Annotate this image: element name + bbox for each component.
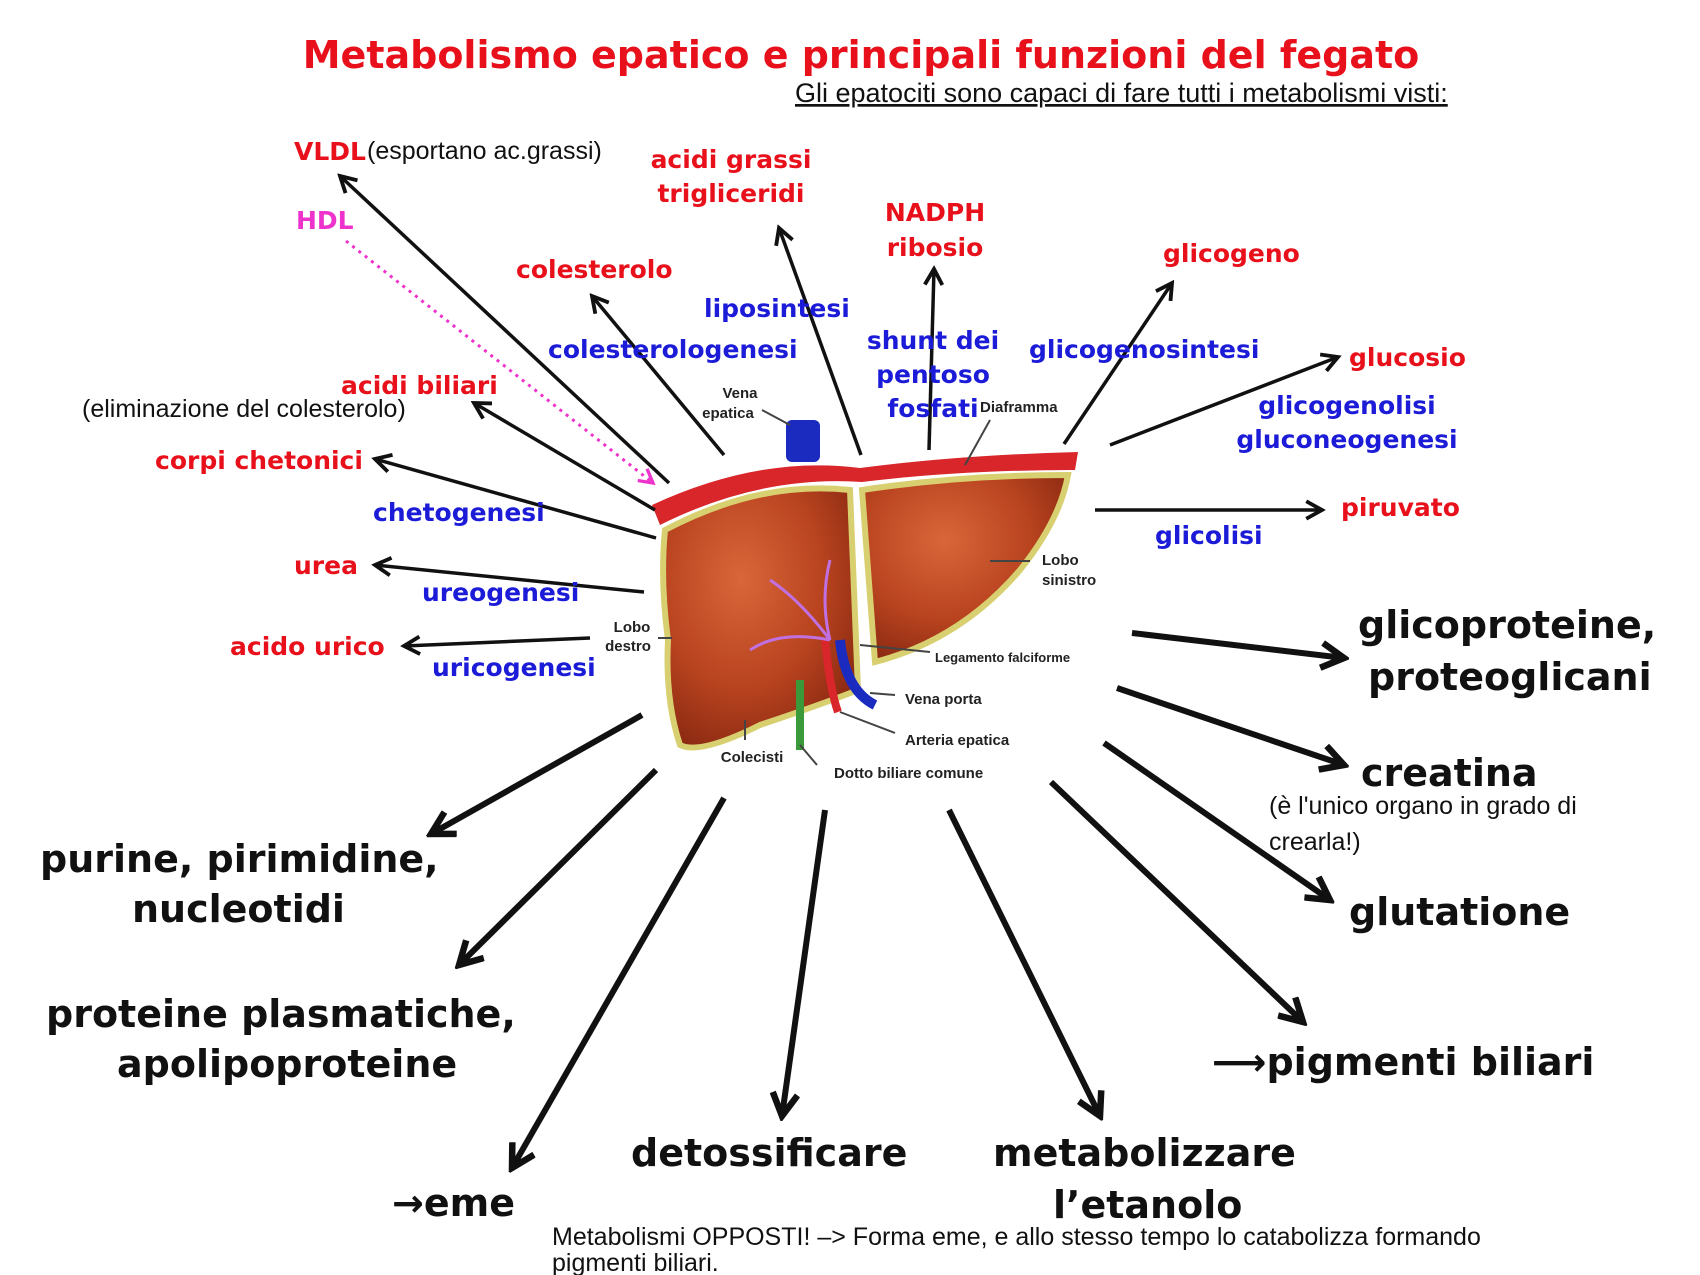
product-colesterolo: colesterolo [516, 255, 673, 284]
label-lobo-destro-2: destro [605, 638, 651, 655]
arrow-glicoproteine [1131, 630, 1344, 658]
product-trigliceridi: trigliceridi [657, 179, 804, 208]
arrow-etanolo [946, 808, 1100, 1116]
hepatic-artery [821, 639, 842, 714]
arrows [340, 176, 1344, 1168]
arrow-glutatione [1102, 740, 1330, 900]
process-shunt-1: shunt dei [867, 326, 999, 355]
process-ureogenesi: ureogenesi [422, 578, 579, 607]
process-liposintesi: liposintesi [704, 294, 850, 323]
product-urea: urea [294, 551, 358, 580]
products: VLDL (esportano ac.grassi) HDL acidi gra… [82, 137, 1466, 661]
arrow-colesterolo [592, 296, 726, 457]
arrow-acidi-grassi [779, 228, 863, 456]
function-detossificare: detossificare [631, 1131, 907, 1175]
creatina-note-2: crearla!) [1269, 828, 1361, 856]
process-glicogenolisi: glicogenolisi [1258, 391, 1435, 420]
vessel-branches [749, 559, 832, 652]
function-purine: purine, pirimidine, [40, 837, 439, 881]
label-colecisti: Colecisti [721, 749, 784, 766]
product-hdl: HDL [296, 206, 354, 235]
arrow-nadph [929, 269, 934, 451]
function-nucleotidi: nucleotidi [132, 887, 345, 931]
product-acidi-biliari: acidi biliari [341, 371, 498, 400]
arrow-purine [431, 712, 644, 834]
label-dotto: Dotto biliare comune [834, 765, 983, 782]
arrow-eme [512, 796, 727, 1168]
footnote-line-1: Metabolismi OPPOSTI! –> Forma eme, e all… [552, 1223, 1481, 1251]
function-glicoproteine: glicoproteine, [1358, 603, 1656, 647]
product-ribosio: ribosio [887, 233, 984, 262]
label-legamento: Legamento falciforme [935, 650, 1070, 665]
arrow-corpi-chetonici [375, 459, 657, 540]
arrow-glicogeno [1062, 283, 1172, 445]
label-lobo-destro: Lobo [614, 619, 651, 636]
label-arteria: Arteria epatica [905, 732, 1010, 749]
product-glicogeno: glicogeno [1163, 239, 1300, 268]
arrow-detossificare [782, 809, 828, 1116]
label-lobo-sinistro-2: sinistro [1042, 572, 1096, 589]
product-glucosio: glucosio [1349, 343, 1466, 372]
process-uricogenesi: uricogenesi [432, 653, 596, 682]
function-pigmenti-biliari: ⟶pigmenti biliari [1212, 1040, 1594, 1084]
acidi-biliari-note: (eliminazione del colesterolo) [82, 395, 406, 423]
process-colesterologenesi: colesterologenesi [548, 335, 798, 364]
label-vena-epatica-2: epatica [702, 405, 754, 422]
right-lobe [660, 485, 862, 751]
function-metabolizzare: metabolizzare [993, 1131, 1296, 1175]
processes: liposintesi colesterologenesi shunt dei … [373, 294, 1458, 682]
creatina-note-1: (è l'unico organo in grado di [1269, 792, 1577, 820]
functions: glicoproteine, proteoglicani creatina (è… [40, 603, 1656, 1227]
product-piruvato: piruvato [1341, 493, 1460, 522]
process-chetogenesi: chetogenesi [373, 498, 545, 527]
arrow-hdl [345, 239, 653, 483]
function-eme: →eme [392, 1181, 515, 1225]
function-etanolo: l’etanolo [1053, 1183, 1242, 1227]
process-shunt-2: pentoso [876, 360, 990, 389]
function-glutatione: glutatione [1349, 890, 1570, 934]
product-corpi-chetonici: corpi chetonici [155, 446, 363, 475]
label-diaframma: Diaframma [980, 399, 1058, 416]
process-glicogenosintesi: glicogenosintesi [1029, 335, 1259, 364]
product-acido-urico: acido urico [230, 632, 385, 661]
function-proteine-plasmatiche: proteine plasmatiche, [46, 992, 516, 1036]
arrow-creatina [1116, 685, 1344, 765]
page-title: Metabolismo epatico e principali funzion… [303, 33, 1420, 77]
arrow-glucosio [1109, 357, 1338, 447]
function-proteoglicani: proteoglicani [1368, 655, 1652, 699]
diaphragm [652, 452, 1078, 525]
portal-vein [835, 639, 878, 710]
product-nadph: NADPH [885, 198, 985, 227]
arrow-pigmenti [1048, 779, 1303, 1022]
process-glicolisi: glicolisi [1155, 521, 1263, 550]
vldl-note: (esportano ac.grassi) [367, 137, 602, 165]
arrow-acido-urico [404, 638, 591, 646]
arrow-proteine [459, 767, 659, 965]
product-vldl: VLDL [294, 137, 366, 166]
arrow-vldl [340, 176, 671, 485]
product-acidi-grassi: acidi grassi [651, 145, 812, 174]
process-shunt-3: fosfati [887, 394, 978, 423]
label-vena-porta: Vena porta [905, 691, 982, 708]
liver-illustration: Vena epatica Diaframma Lobo sinistro Lob… [605, 385, 1096, 782]
arrow-acidi-biliari [474, 403, 656, 512]
hepatic-vein [786, 420, 820, 462]
footnote-line-2: pigmenti biliari. [552, 1249, 719, 1275]
subtitle: Gli epatociti sono capaci di fare tutti … [795, 78, 1448, 108]
function-creatina: creatina [1361, 751, 1538, 795]
arrow-urea [375, 565, 645, 594]
function-apolipoproteine: apolipoproteine [117, 1042, 457, 1086]
label-lobo-sinistro: Lobo [1042, 552, 1079, 569]
process-gluconeogenesi: gluconeogenesi [1236, 425, 1457, 454]
label-vena-epatica: Vena [722, 385, 758, 402]
left-lobe [858, 471, 1072, 666]
